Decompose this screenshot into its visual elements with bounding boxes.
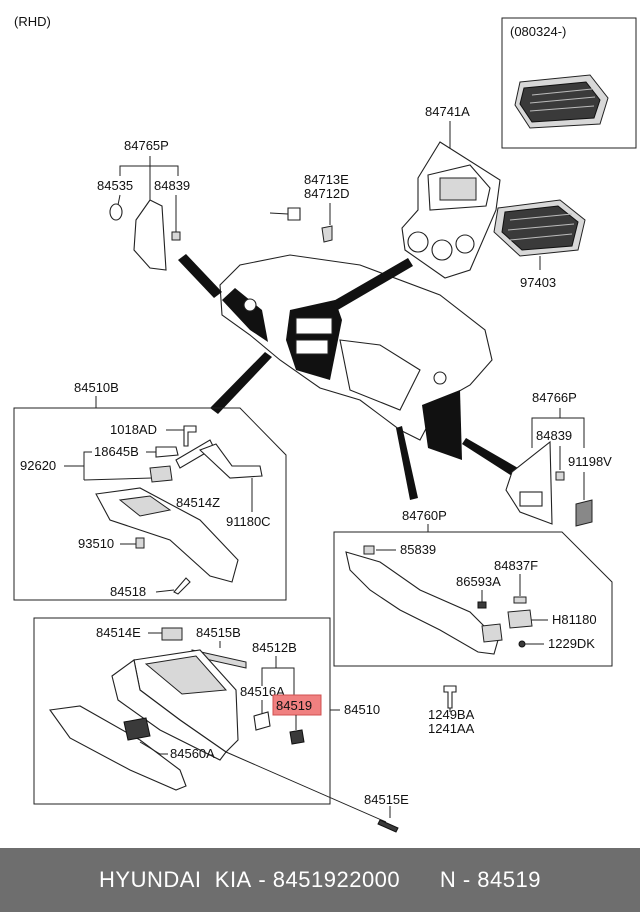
parts-diagram: (RHD) (080324-) 84741A 97403 84765P 8453… xyxy=(13,14,637,833)
label-84765P: 84765P xyxy=(124,138,169,153)
center-fascia-panel xyxy=(401,141,501,279)
box-84760P xyxy=(333,531,613,667)
arrow-side-right xyxy=(462,438,518,476)
screw-1018AD xyxy=(183,425,197,447)
arrow-side-cover xyxy=(178,254,222,298)
label-1249BA: 1249BA xyxy=(428,707,475,722)
label-84510B: 84510B xyxy=(74,380,119,395)
clip-84839 xyxy=(171,231,181,241)
footer-code: N - 84519 xyxy=(439,867,541,892)
label-1018AD: 1018AD xyxy=(110,422,157,437)
dashboard-assembly xyxy=(219,254,493,460)
date-note: (080324-) xyxy=(510,24,566,39)
label-84514Z: 84514Z xyxy=(176,495,220,510)
footer-gap xyxy=(400,867,440,893)
air-vent-inset xyxy=(514,74,609,129)
harness-91180C xyxy=(198,443,263,479)
bolt-84713E xyxy=(269,207,301,221)
grille-91198V xyxy=(575,499,593,527)
footer-brand: HYUNDAI KIA xyxy=(99,867,252,892)
label-84518: 84518 xyxy=(110,584,146,599)
bracket-84837F xyxy=(513,596,527,604)
footer-bar: HYUNDAI KIA - 8451922000 N - 84519 xyxy=(0,848,640,912)
side-cover-84766P xyxy=(505,440,553,525)
label-97403: 97403 xyxy=(520,275,556,290)
label-84535: 84535 xyxy=(97,178,133,193)
lower-panel-84760P xyxy=(345,551,499,655)
label-84839-right: 84839 xyxy=(536,428,572,443)
label-1241AA: 1241AA xyxy=(428,721,475,736)
label-84510: 84510 xyxy=(344,702,380,717)
glovebox-84510 xyxy=(49,649,239,791)
label-84560A: 84560A xyxy=(170,746,215,761)
label-18645B: 18645B xyxy=(94,444,139,459)
label-84839-top: 84839 xyxy=(154,178,190,193)
label-84515E: 84515E xyxy=(364,792,409,807)
label-92620: 92620 xyxy=(20,458,56,473)
footer-sep: - xyxy=(251,867,273,892)
screw-1229DK xyxy=(518,640,526,648)
label-H81180: H81180 xyxy=(552,612,597,627)
label-84712D: 84712D xyxy=(304,186,350,201)
label-91180C: 91180C xyxy=(226,514,271,529)
box-84510 xyxy=(33,617,331,805)
arrow-glovebox xyxy=(210,352,272,414)
label-1229DK: 1229DK xyxy=(548,636,595,651)
footer-part-number: 8451922000 xyxy=(272,867,401,892)
clip-86593A xyxy=(477,601,487,609)
latch-84519 xyxy=(289,729,305,745)
label-84515B: 84515B xyxy=(196,625,241,640)
label-84741A: 84741A xyxy=(425,104,470,119)
bolt-84518 xyxy=(173,577,191,595)
highlight-84519 xyxy=(272,694,322,716)
bulb-18645B xyxy=(155,446,179,458)
label-84512B: 84512B xyxy=(252,640,297,655)
label-84519: 84519 xyxy=(276,698,312,713)
grommet-84535 xyxy=(109,203,123,221)
screw-84515E xyxy=(377,819,399,833)
rhd-label: (RHD) xyxy=(14,14,51,29)
label-85839: 85839 xyxy=(400,542,436,557)
clip-93510 xyxy=(135,537,145,549)
label-84713E: 84713E xyxy=(304,172,349,187)
lock-84560A xyxy=(123,717,151,741)
label-93510: 93510 xyxy=(78,536,114,551)
clip-85839 xyxy=(363,545,375,555)
lamp-92620 xyxy=(149,465,173,483)
housing-84510B xyxy=(95,487,239,583)
bolt-1249BA xyxy=(443,685,457,709)
label-84766P: 84766P xyxy=(532,390,577,405)
box-84510B xyxy=(13,407,287,601)
label-84760P: 84760P xyxy=(402,508,447,523)
arrow-fascia xyxy=(330,258,413,311)
arrow-lower-panel xyxy=(396,426,418,500)
clip-84839-right xyxy=(555,471,565,481)
label-84837F: 84837F xyxy=(494,558,538,573)
pad-84514E xyxy=(161,627,183,641)
label-86593A: 86593A xyxy=(456,574,501,589)
stopper-84516A xyxy=(253,711,271,731)
label-91198V: 91198V xyxy=(568,454,612,469)
lamp-H81180 xyxy=(507,609,533,629)
air-vent-97403 xyxy=(493,199,586,257)
bracket-84712D xyxy=(321,225,333,243)
label-84514E: 84514E xyxy=(96,625,141,640)
switch-91198V xyxy=(519,491,543,507)
side-cover-84765P xyxy=(133,199,167,271)
